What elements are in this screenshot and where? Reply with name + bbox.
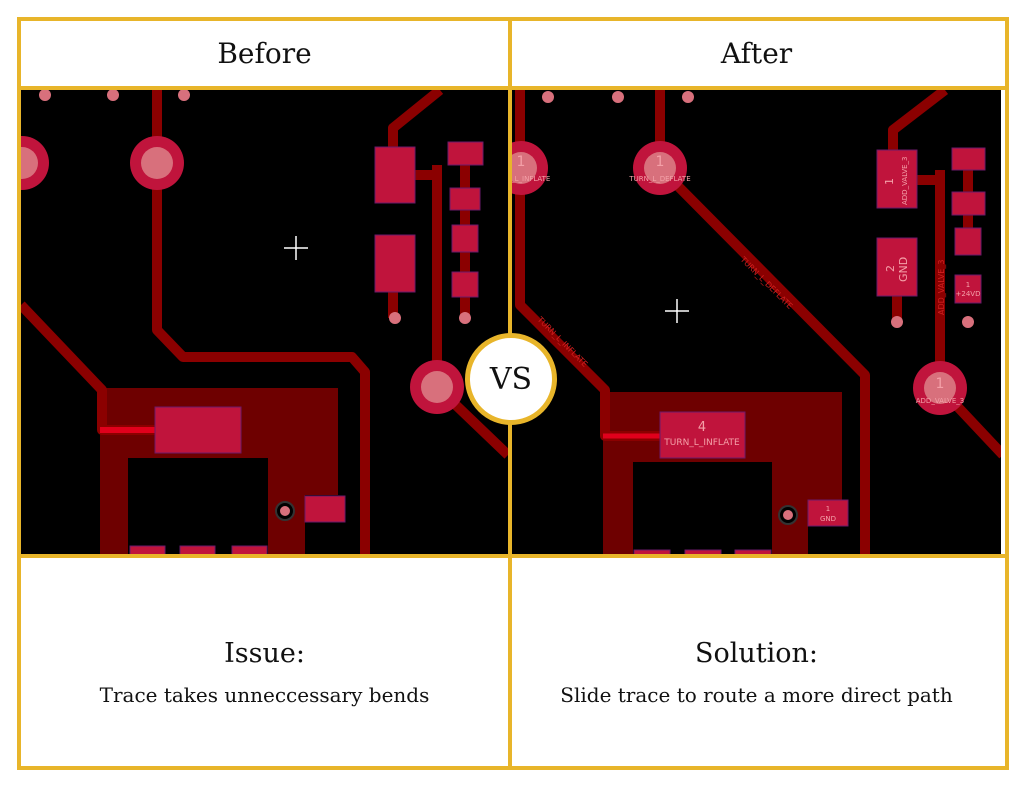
vias <box>512 91 974 525</box>
via-mid-net: TURN_L_DEFLATE <box>628 175 690 183</box>
pad-valve-num: 1 <box>883 178 896 185</box>
pad-gnd2-net: GND <box>897 257 910 282</box>
after-title: After <box>720 37 793 70</box>
trace-bent <box>152 90 370 554</box>
traces <box>21 90 508 554</box>
pad-gnd-net: GND <box>820 515 836 523</box>
pad4-net: TURN_L_INFLATE <box>663 438 740 448</box>
before-title: Before <box>217 37 312 70</box>
after-pcb-svg: 1 TURN_L_INFLATE 1 TURN_L_DEFLATE TURN_L… <box>512 90 1001 554</box>
pad-gnd2-num: 2 <box>884 265 897 272</box>
via-right-num: 1 <box>936 376 945 392</box>
after-pcb-image: 1 TURN_L_INFLATE 1 TURN_L_DEFLATE TURN_L… <box>512 90 1001 554</box>
header-divider <box>17 86 1009 90</box>
pads <box>129 141 484 554</box>
pcb-labels: 1 TURN_L_INFLATE 1 TURN_L_DEFLATE TURN_L… <box>512 154 980 523</box>
vias <box>21 90 471 521</box>
via-left-num: 1 <box>517 154 526 170</box>
traces <box>515 90 1001 554</box>
crosshair-cursor-icon <box>665 299 689 323</box>
trace-deflate-label: TURN_L_DEFLATE <box>738 254 795 311</box>
trace-direct <box>655 90 870 554</box>
before-pcb-image <box>21 90 508 554</box>
via-left-net: TURN_L_INFLATE <box>512 175 550 183</box>
pad-24v-num: 1 <box>966 281 970 289</box>
pad-valve-net: ADD_VALVE_3 <box>901 157 909 206</box>
solution-text: Slide trace to route a more direct path <box>560 682 953 707</box>
after-caption: Solution: Slide trace to route a more di… <box>512 560 1001 764</box>
before-pcb-svg <box>21 90 508 554</box>
trace-valve-label: ADD_VALVE_3 <box>937 260 946 315</box>
pad-24v-net: +24VD <box>956 290 981 298</box>
issue-heading: Issue: <box>224 637 305 669</box>
crosshair-cursor-icon <box>284 236 308 260</box>
image-divider <box>17 554 1009 558</box>
via-mid-num: 1 <box>656 154 665 170</box>
issue-text: Trace takes unneccessary bends <box>99 682 430 707</box>
pad-gnd-num: 1 <box>826 505 830 513</box>
vs-badge: VS <box>465 333 557 425</box>
comparison-frame <box>17 17 1009 770</box>
pad4-num: 4 <box>698 420 706 435</box>
via-right-net: ADD_VALVE_3 <box>916 397 965 405</box>
solution-heading: Solution: <box>694 637 818 669</box>
pads <box>633 147 986 554</box>
before-caption: Issue: Trace takes unneccessary bends <box>21 560 508 764</box>
